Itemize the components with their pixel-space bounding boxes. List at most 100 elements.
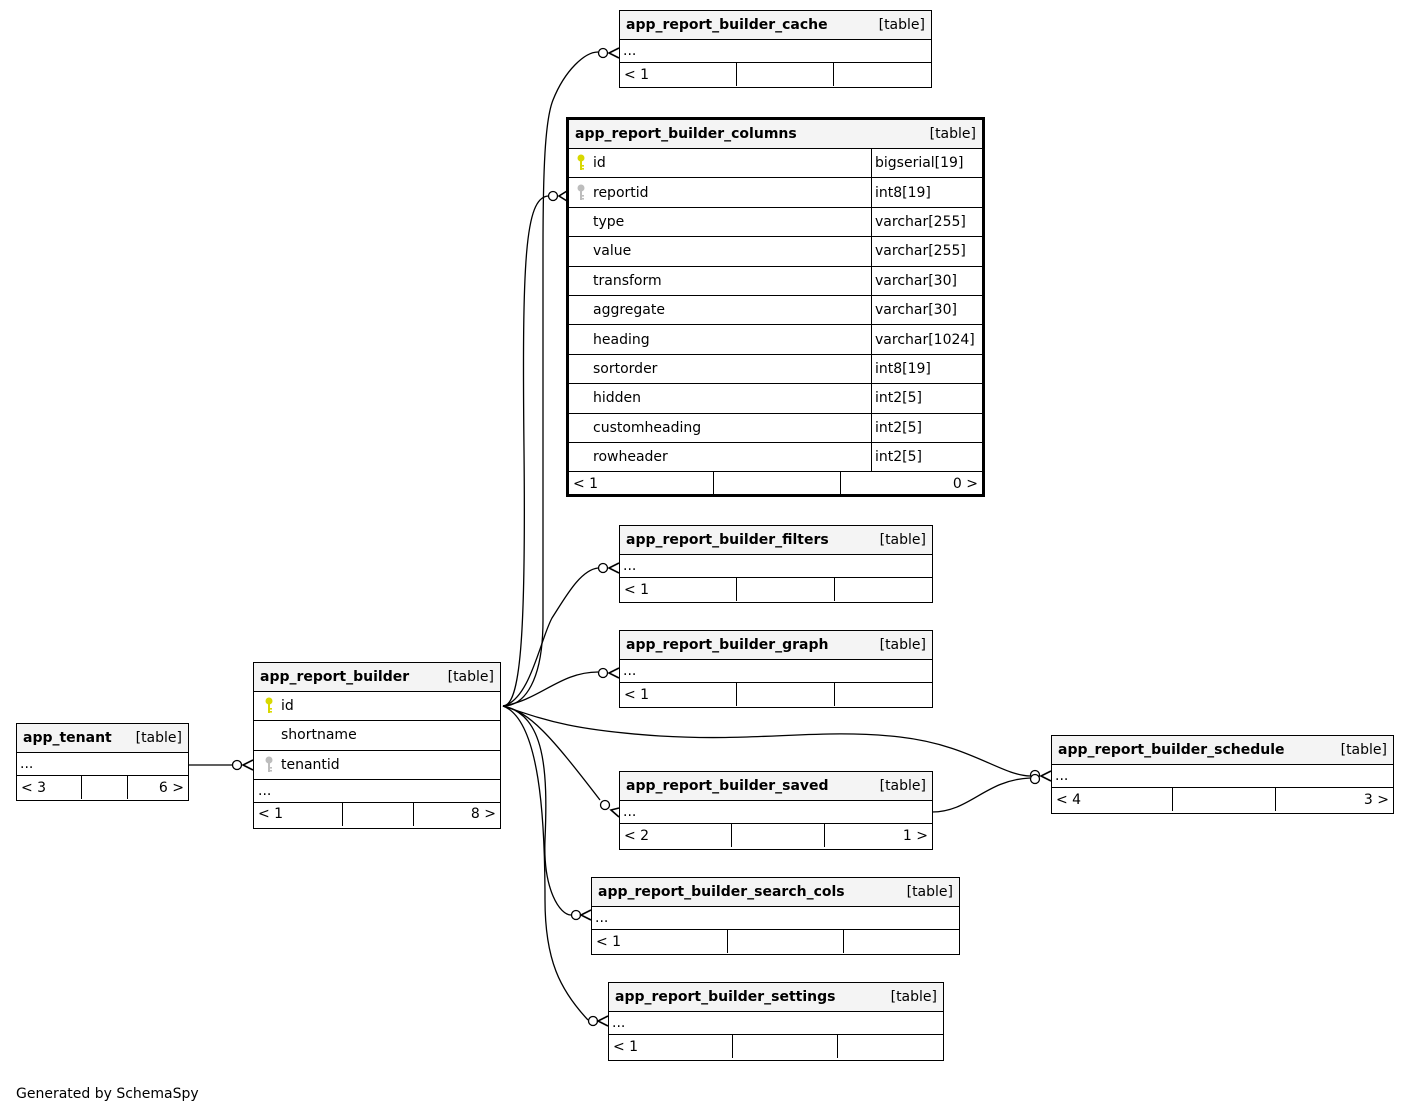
footer-spacer bbox=[731, 824, 824, 847]
column-row: id bbox=[254, 692, 500, 722]
children-count bbox=[837, 1035, 943, 1058]
ellipsis-row: ... bbox=[620, 40, 931, 63]
column-name-cell: type bbox=[569, 207, 872, 237]
table-name: app_report_builder_columns bbox=[575, 126, 797, 142]
column-name-cell: value bbox=[569, 237, 872, 266]
table-type: [table] bbox=[1340, 742, 1387, 758]
column-datatype: int2[5] bbox=[875, 390, 922, 407]
table-app-report-builder-search-cols[interactable]: app_report_builder_search_cols [table] .… bbox=[591, 877, 960, 955]
link-report-builder-saved bbox=[502, 705, 601, 801]
column-name-cell: transform bbox=[569, 266, 872, 295]
column-name-cell: sortorder bbox=[569, 354, 872, 384]
table-header: app_report_builder_settings [table] bbox=[609, 983, 943, 1012]
parents-count: < 4 bbox=[1056, 791, 1082, 808]
footer-spacer bbox=[736, 683, 834, 706]
ellipsis-row: ... bbox=[254, 780, 500, 803]
table-app-report-builder-cache[interactable]: app_report_builder_cache [table] ... < 1 bbox=[619, 10, 932, 88]
table-header: app_report_builder_schedule [table] bbox=[1052, 736, 1393, 765]
table-header: app_report_builder_filters [table] bbox=[620, 526, 932, 555]
optional-marker bbox=[597, 47, 609, 59]
column-name: heading bbox=[593, 331, 650, 348]
ellipsis-row: ... bbox=[620, 660, 932, 683]
crowfoot-marker bbox=[579, 909, 592, 921]
table-type: [table] bbox=[447, 669, 494, 685]
column-datatype: varchar[30] bbox=[875, 302, 957, 319]
column-name: hidden bbox=[593, 390, 642, 407]
optional-marker bbox=[231, 759, 243, 771]
table-app-report-builder-schedule[interactable]: app_report_builder_schedule [table] ... … bbox=[1051, 735, 1394, 814]
children-count: 6 > bbox=[127, 776, 188, 799]
column-datatype: varchar[1024] bbox=[875, 331, 975, 348]
table-name: app_report_builder_cache bbox=[626, 17, 828, 33]
parents-count: < 1 bbox=[573, 475, 599, 492]
column-datatype: bigserial[19] bbox=[875, 155, 964, 172]
table-footer: < 4 3 > bbox=[1052, 788, 1393, 811]
column-datatype: int2[5] bbox=[875, 419, 922, 436]
table-type: [table] bbox=[906, 884, 953, 900]
table-footer: < 1 bbox=[609, 1035, 943, 1058]
table-header: app_report_builder [table] bbox=[254, 663, 500, 692]
foreign-key-icon bbox=[257, 756, 281, 774]
column-name: id bbox=[281, 698, 294, 715]
table-name: app_report_builder_search_cols bbox=[598, 884, 845, 900]
children-count bbox=[834, 578, 932, 601]
children-count: 8 > bbox=[413, 802, 500, 826]
children-count: 0 > bbox=[840, 472, 982, 496]
parents-count: < 1 bbox=[624, 686, 650, 703]
footer-spacer bbox=[732, 1035, 837, 1058]
table-app-report-builder-saved[interactable]: app_report_builder_saved [table] ... < 2… bbox=[619, 771, 933, 850]
crowfoot-marker bbox=[1039, 770, 1052, 782]
column-name: id bbox=[593, 155, 606, 172]
optional-marker bbox=[599, 799, 611, 811]
link-report-builder-schedule bbox=[502, 705, 1031, 777]
column-name-cell: heading bbox=[569, 325, 872, 354]
footer-spacer bbox=[1172, 788, 1275, 811]
table-app-tenant[interactable]: app_tenant [table] ... < 3 6 > bbox=[16, 723, 189, 801]
ellipsis-row: ... bbox=[609, 1012, 943, 1035]
crowfoot-marker bbox=[609, 807, 620, 818]
children-count: 1 > bbox=[824, 824, 932, 847]
table-app-report-builder-graph[interactable]: app_report_builder_graph [table] ... < 1 bbox=[619, 630, 933, 708]
table-type: [table] bbox=[879, 637, 926, 653]
footer-spacer bbox=[736, 63, 833, 86]
parents-count: < 1 bbox=[624, 581, 650, 598]
column-datatype: varchar[255] bbox=[875, 213, 966, 230]
table-app-report-builder-columns[interactable]: app_report_builder_columns [table] id big… bbox=[566, 117, 985, 497]
link-report-builder-settings bbox=[502, 705, 589, 1021]
table-type: [table] bbox=[879, 532, 926, 548]
table-name: app_tenant bbox=[23, 730, 112, 746]
footer-spacer bbox=[342, 802, 413, 826]
table-type: [table] bbox=[135, 730, 182, 746]
children-count bbox=[833, 63, 931, 86]
table-app-report-builder-filters[interactable]: app_report_builder_filters [table] ... <… bbox=[619, 525, 933, 603]
column-name: tenantid bbox=[281, 756, 340, 773]
link-report-builder-search-cols bbox=[502, 705, 572, 916]
table-app-report-builder-settings[interactable]: app_report_builder_settings [table] ... … bbox=[608, 982, 944, 1061]
primary-key-icon bbox=[569, 154, 593, 172]
ellipsis-row: ... bbox=[1052, 765, 1393, 788]
table-header: app_report_builder_columns [table] bbox=[569, 120, 982, 149]
table-footer: < 1 0 > bbox=[569, 472, 982, 496]
optional-marker bbox=[1029, 769, 1041, 781]
footer-spacer bbox=[81, 776, 127, 799]
parents-count: < 1 bbox=[596, 933, 622, 950]
children-count: 3 > bbox=[1275, 788, 1393, 811]
column-name-cell: rowheader bbox=[569, 442, 872, 472]
table-footer: < 3 6 > bbox=[17, 776, 188, 799]
generated-by-note: Generated by SchemaSpy bbox=[16, 1086, 199, 1102]
parents-count: < 3 bbox=[21, 779, 47, 796]
column-name-cell: hidden bbox=[569, 384, 872, 413]
foreign-key-icon bbox=[569, 184, 593, 202]
ellipsis-row: ... bbox=[620, 801, 932, 824]
column-name: aggregate bbox=[593, 302, 665, 319]
footer-spacer bbox=[736, 578, 834, 601]
